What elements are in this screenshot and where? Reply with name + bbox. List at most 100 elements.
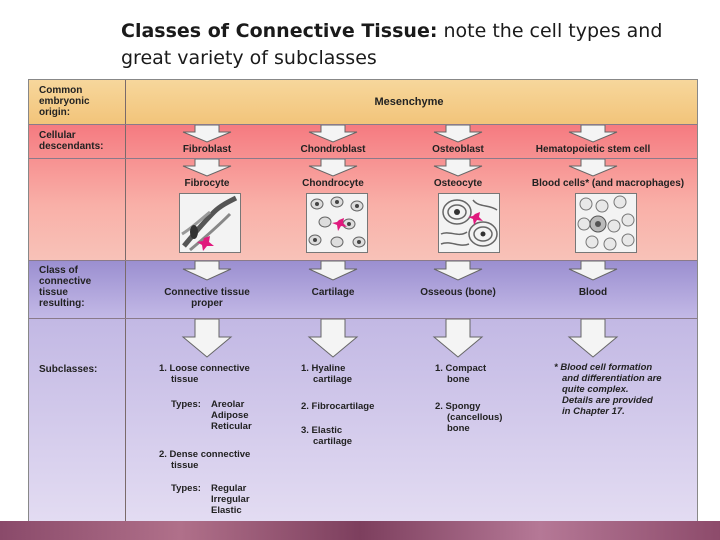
blood-cells-label: Blood cells* (and macrophages) xyxy=(531,178,685,189)
pink-star-marker-icon xyxy=(197,236,214,251)
label-subclasses: Subclasses: xyxy=(39,364,97,375)
subclass-line: cartilage xyxy=(313,374,353,385)
hematopoietic-stem-cell-label: Hematopoietic stem cell xyxy=(535,144,651,155)
class-line: proper xyxy=(191,298,223,309)
label-cellular: Cellular descendants: xyxy=(39,130,103,152)
label-line: origin: xyxy=(39,107,71,118)
mesenchyme-label: Mesenchyme xyxy=(374,96,444,108)
down-arrow-icon xyxy=(567,319,619,358)
fibroblast-label: Fibroblast xyxy=(182,144,232,155)
loose-types-list: Areolar Adipose Reticular xyxy=(211,399,252,432)
subclass-line: tissue xyxy=(171,374,199,385)
osseous-label: Osseous (bone) xyxy=(420,287,496,298)
chondrocyte-micrograph xyxy=(306,193,368,253)
type-item: Elastic xyxy=(211,505,242,516)
label-line: descendants: xyxy=(39,141,104,152)
label-line: Subclasses: xyxy=(39,364,98,375)
loose-connective-tissue: 1. Loose connective tissue xyxy=(159,363,250,385)
hyaline-cartilage: 1. Hyaline cartilage xyxy=(301,363,352,385)
chondrocyte-label: Chondrocyte xyxy=(302,178,364,189)
label-line: Class of xyxy=(39,265,78,276)
slide-title-bold: Classes of Connective Tissue: xyxy=(121,20,438,42)
note-line: in Chapter 17. xyxy=(562,406,625,417)
down-arrow-icon xyxy=(308,159,358,177)
row-divider xyxy=(29,158,697,159)
dense-types-list: Regular Irregular Elastic xyxy=(211,483,250,516)
label-line: Cellular xyxy=(39,130,76,141)
down-arrow-icon xyxy=(568,125,618,143)
down-arrow-icon xyxy=(307,319,359,358)
chondroblast-label: Chondroblast xyxy=(300,144,366,155)
down-arrow-icon xyxy=(182,159,232,177)
cartilage-label: Cartilage xyxy=(311,287,355,298)
blood-cell-note: * Blood cell formation and differentiati… xyxy=(554,362,694,417)
subclass-line: 3. Elastic xyxy=(301,425,343,436)
subclass-line: 2. Dense connective xyxy=(159,449,251,460)
label-line: Common xyxy=(39,85,83,96)
type-item: Areolar xyxy=(211,399,245,410)
down-arrow-icon xyxy=(182,125,232,143)
label-line: connective xyxy=(39,276,92,287)
osteoblast-label: Osteoblast xyxy=(432,144,484,155)
connective-tissue-proper-label: Connective tissue proper xyxy=(147,287,267,309)
osteocyte-label: Osteocyte xyxy=(433,178,483,189)
blood-cells-micrograph xyxy=(575,193,637,253)
subclass-line: tissue xyxy=(171,460,199,471)
label-origin: Common embryonic origin: xyxy=(39,85,90,118)
subclass-line: cartilage xyxy=(313,436,353,447)
pink-star-marker-icon xyxy=(332,218,347,231)
label-divider xyxy=(125,80,126,522)
row-divider xyxy=(29,260,697,261)
note-line: quite complex. xyxy=(562,384,629,395)
down-arrow-icon xyxy=(433,159,483,177)
type-item: Adipose xyxy=(211,410,249,421)
spongy-bone: 2. Spongy (cancellous) bone xyxy=(435,401,502,434)
subclass-line: bone xyxy=(447,374,470,385)
loose-types-label: Types: xyxy=(171,399,201,410)
pink-star-marker-icon xyxy=(468,212,483,225)
dense-types-label: Types: xyxy=(171,483,201,494)
down-arrow-icon xyxy=(308,261,358,281)
label-line: resulting: xyxy=(39,298,85,309)
subclass-line: bone xyxy=(447,423,470,434)
fibrocyte-label: Fibrocyte xyxy=(184,178,230,189)
type-item: Irregular xyxy=(211,494,250,505)
fibrocartilage: 2. Fibrocartilage xyxy=(301,401,375,412)
down-arrow-icon xyxy=(432,319,484,358)
down-arrow-icon xyxy=(568,159,618,177)
subclass-line: 1. Hyaline xyxy=(301,363,346,374)
subclasses-band xyxy=(29,318,697,522)
dense-connective-tissue: 2. Dense connective tissue xyxy=(159,449,250,471)
fibrocyte-micrograph xyxy=(179,193,241,253)
down-arrow-icon xyxy=(308,125,358,143)
blood-label: Blood xyxy=(578,287,608,298)
down-arrow-icon xyxy=(182,261,232,281)
label-line: embryonic xyxy=(39,96,90,107)
row-divider xyxy=(29,124,697,125)
row-divider xyxy=(29,318,697,319)
subclass-line: (cancellous) xyxy=(447,412,503,423)
down-arrow-icon xyxy=(568,261,618,281)
type-item: Reticular xyxy=(211,421,252,432)
down-arrow-icon xyxy=(181,319,233,358)
down-arrow-icon xyxy=(433,125,483,143)
label-class: Class of connective tissue resulting: xyxy=(39,265,91,309)
subclass-line: 2. Spongy xyxy=(435,401,481,412)
class-line: Connective tissue xyxy=(164,287,250,298)
note-line: and differentiation are xyxy=(562,373,662,384)
note-line: * Blood cell formation xyxy=(554,362,653,373)
origin-band xyxy=(29,80,697,124)
subclass-line: 1. Compact xyxy=(435,363,487,374)
osteocyte-micrograph xyxy=(438,193,500,253)
label-line: tissue xyxy=(39,287,68,298)
compact-bone: 1. Compact bone xyxy=(435,363,486,385)
down-arrow-icon xyxy=(433,261,483,281)
note-line: Details are provided xyxy=(562,395,653,406)
decorative-footer-strip xyxy=(0,521,720,540)
subclass-line: 1. Loose connective xyxy=(159,363,250,374)
connective-tissue-diagram: Common embryonic origin: Cellular descen… xyxy=(28,79,698,523)
elastic-cartilage: 3. Elastic cartilage xyxy=(301,425,352,447)
type-item: Regular xyxy=(211,483,247,494)
slide-title-rest: note the cell types and great variety of… xyxy=(121,20,663,69)
slide-title: Classes of Connective Tissue: note the c… xyxy=(121,18,681,72)
